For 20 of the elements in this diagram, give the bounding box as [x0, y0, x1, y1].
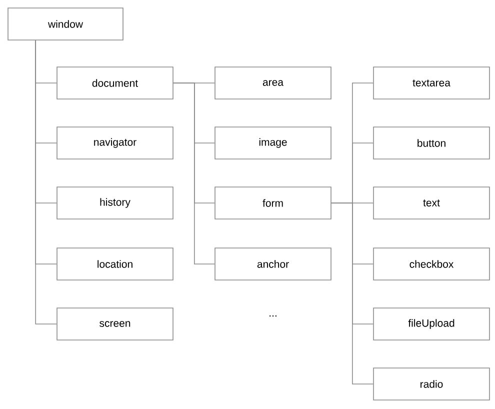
connector — [331, 202, 374, 384]
connector — [173, 82, 215, 264]
box: checkbox — [373, 248, 490, 280]
box: navigator — [56, 126, 174, 160]
box: textarea — [373, 66, 490, 100]
box: button — [373, 126, 490, 160]
box: screen — [56, 308, 174, 340]
box: radio — [373, 368, 490, 400]
connector — [35, 40, 57, 324]
box: text — [373, 186, 490, 220]
box: form — [214, 186, 332, 220]
box: anchor — [214, 248, 332, 280]
box: document — [56, 66, 174, 100]
box: area — [214, 66, 332, 100]
box: fileUpload — [373, 308, 490, 340]
box: location — [56, 248, 174, 280]
box: history — [56, 186, 174, 220]
ellipsis-text: ... — [270, 315, 276, 317]
box: image — [214, 126, 332, 160]
box: window — [8, 8, 124, 40]
